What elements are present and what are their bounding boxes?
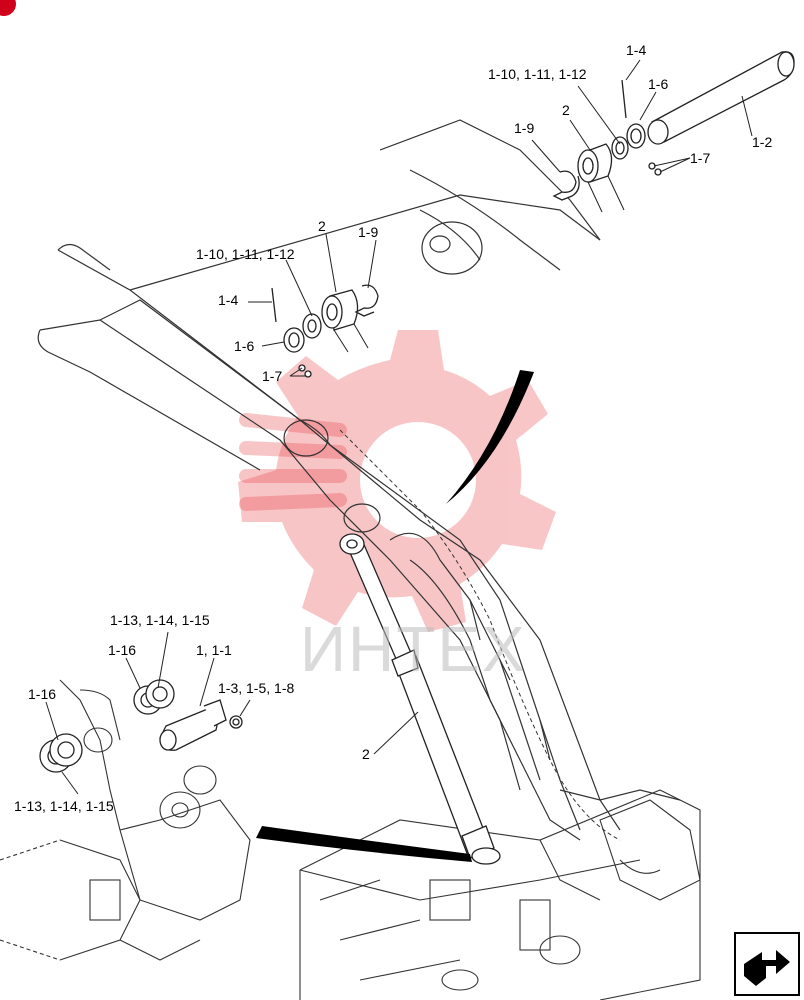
next-page-button[interactable] (734, 932, 800, 996)
hydraulic-hose (339, 429, 621, 841)
callout-label: 2 (318, 218, 326, 234)
callout-label: 1-10, 1-11, 1-12 (196, 246, 295, 262)
callout-label: 1-9 (514, 120, 535, 136)
callout-label: 2 (562, 102, 570, 118)
callout-label: 1-9 (358, 224, 379, 240)
pin-1-2 (647, 51, 795, 145)
direction-arrows (256, 370, 534, 862)
left-lower-structure (0, 679, 251, 961)
corner-marker-icon (0, 0, 16, 16)
callout-label: 2 (362, 746, 370, 762)
callout-label: 1-6 (234, 338, 255, 354)
middle-bushing-assembly (271, 284, 379, 378)
upper-bushing-assembly (552, 79, 662, 213)
boom-structure (37, 119, 681, 841)
callout-label: 1-4 (626, 42, 647, 58)
leader-lines (45, 59, 753, 795)
lower-left-parts (39, 679, 243, 773)
watermark-gear-logo (238, 330, 556, 632)
callout-label: 1-7 (690, 150, 711, 166)
callout-label: 1-16 (28, 686, 57, 702)
callout-label: 1-4 (218, 292, 239, 308)
callout-label: 1-13, 1-14, 1-15 (110, 612, 210, 628)
watermark-text: ИНТЕХ (300, 613, 527, 685)
callout-label: 1-6 (648, 76, 669, 92)
callout-label: 1-3, 1-5, 1-8 (218, 680, 295, 696)
callout-label: 1-7 (262, 368, 283, 384)
hydraulic-cylinder (339, 533, 501, 865)
callout-label: 1-2 (752, 134, 773, 150)
callout-label: 1-13, 1-14, 1-15 (14, 798, 114, 814)
callout-label: 1-16 (108, 642, 137, 658)
next-page-arrow-icon (744, 950, 790, 986)
base-frame (299, 789, 701, 1000)
callout-label: 1, 1-1 (196, 642, 232, 658)
callout-label: 1-10, 1-11, 1-12 (488, 66, 587, 82)
